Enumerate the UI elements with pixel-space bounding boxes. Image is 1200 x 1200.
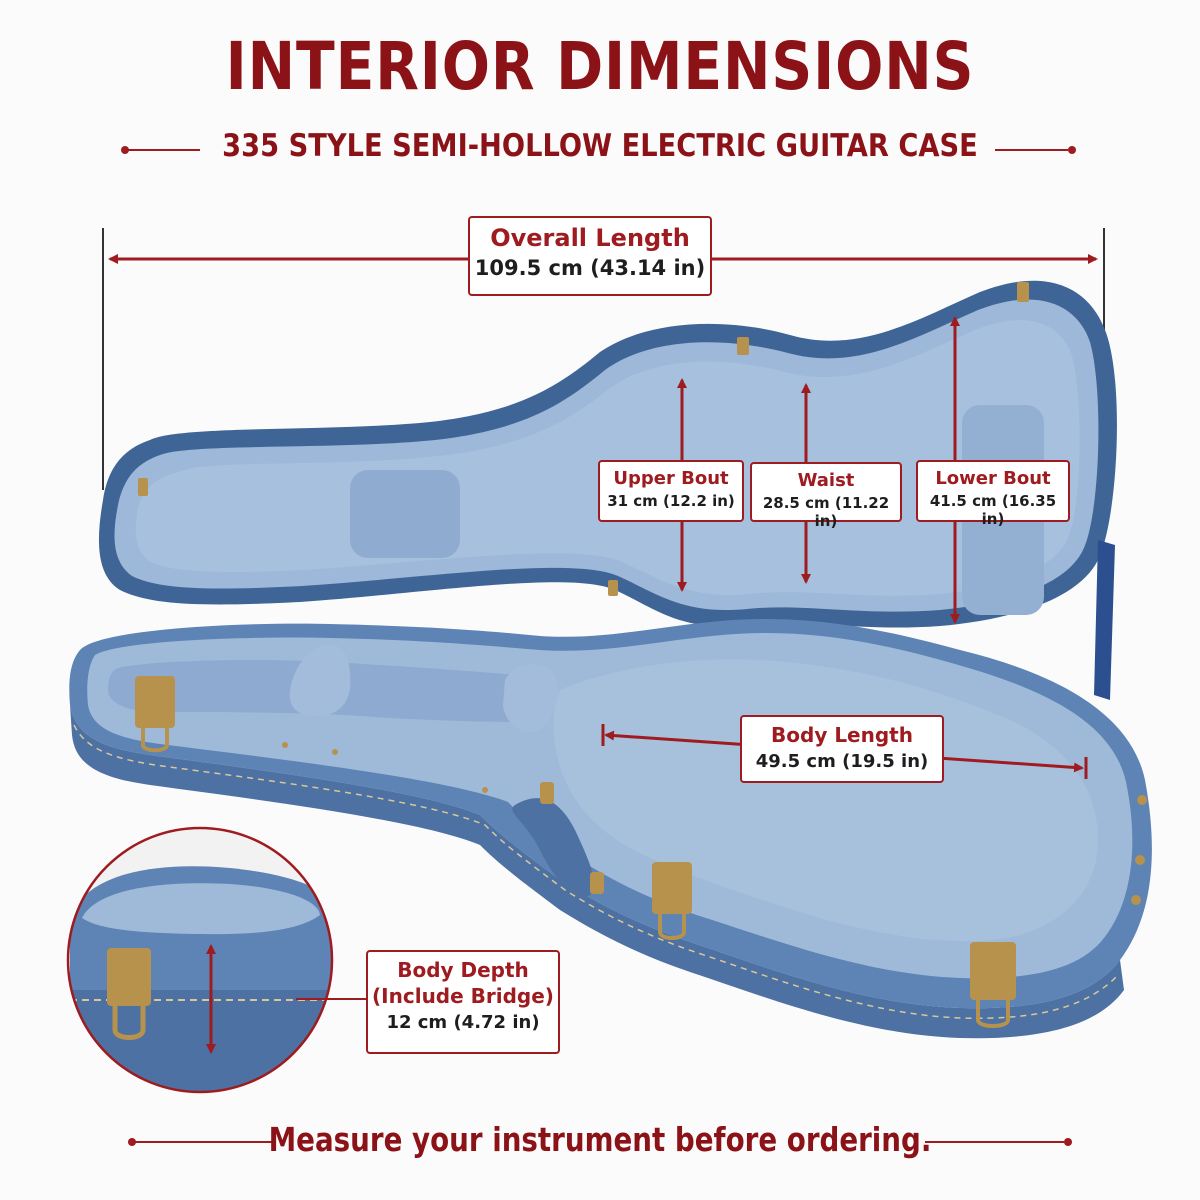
body-depth-note: (Include Bridge) bbox=[372, 984, 554, 1008]
body-depth-zoom-inset bbox=[66, 826, 368, 1094]
body-length-label: Body Length 49.5 cm (19.5 in) bbox=[740, 715, 944, 783]
page-title: INTERIOR DIMENSIONS bbox=[225, 28, 975, 105]
body-depth-label: Body Depth (Include Bridge) 12 cm (4.72 … bbox=[366, 950, 560, 1054]
subtitle-rules bbox=[121, 146, 1076, 154]
lower-bout-value: 41.5 cm (16.35 in) bbox=[929, 492, 1057, 528]
upper-bout-value: 31 cm (12.2 in) bbox=[607, 492, 735, 510]
footer-rules bbox=[128, 1138, 1072, 1146]
lid-strap bbox=[1094, 540, 1115, 700]
upper-bout-name: Upper Bout bbox=[613, 468, 729, 489]
upper-bout-label: Upper Bout 31 cm (12.2 in) bbox=[598, 460, 744, 522]
lower-bout-name: Lower Bout bbox=[935, 468, 1051, 489]
overall-length-name: Overall Length bbox=[490, 224, 690, 252]
body-length-name: Body Length bbox=[771, 723, 913, 747]
body-depth-name: Body Depth bbox=[397, 958, 529, 982]
overall-length-value: 109.5 cm (43.14 in) bbox=[474, 256, 706, 280]
lower-bout-label: Lower Bout 41.5 cm (16.35 in) bbox=[916, 460, 1070, 528]
waist-value: 28.5 cm (11.22 in) bbox=[762, 494, 890, 530]
case-lid bbox=[98, 280, 1117, 628]
overall-length-label: Overall Length 109.5 cm (43.14 in) bbox=[468, 216, 712, 296]
page-subtitle: 335 STYLE SEMI-HOLLOW ELECTRIC GUITAR CA… bbox=[222, 128, 978, 164]
body-length-value: 49.5 cm (19.5 in) bbox=[755, 751, 929, 772]
body-depth-value: 12 cm (4.72 in) bbox=[386, 1012, 540, 1033]
waist-name: Waist bbox=[797, 470, 855, 491]
waist-label: Waist 28.5 cm (11.22 in) bbox=[750, 462, 902, 530]
footer-note: Measure your instrument before ordering. bbox=[268, 1120, 932, 1159]
